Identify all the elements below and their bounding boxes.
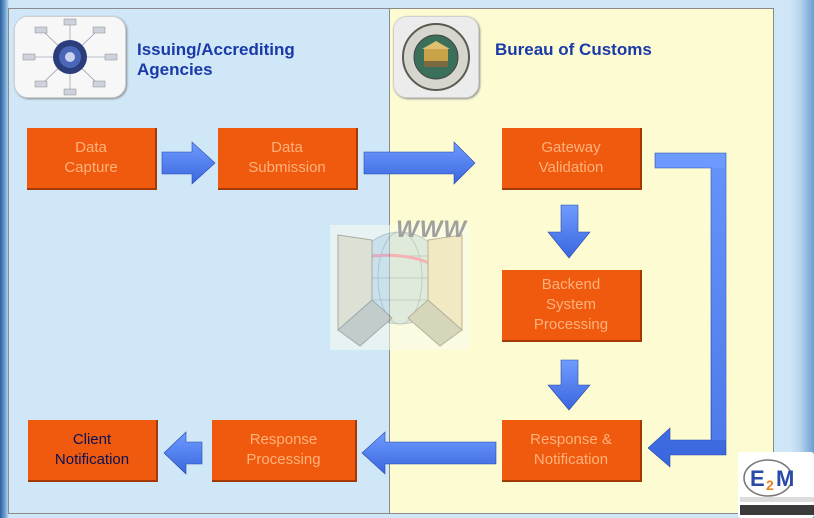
customs-title: Bureau of Customs [495, 40, 652, 59]
agencies-logo [14, 16, 126, 98]
arrow-processing-to-client [163, 431, 203, 475]
data-capture-label: Data Capture [64, 139, 118, 176]
svg-text:E: E [750, 466, 765, 491]
arrow-gateway-to-backend [547, 204, 591, 259]
www-label: WWW [396, 216, 467, 243]
response-processing-label: Response Processing [246, 431, 321, 468]
agencies-wheel-icon [15, 17, 125, 97]
gateway-validation-label: Gateway Validation [538, 139, 604, 176]
data-submission-label: Data Submission [248, 139, 326, 176]
arrow-backend-to-response [547, 359, 591, 411]
customs-seal-logo [393, 16, 479, 98]
arrow-response-to-processing [361, 431, 497, 475]
data-submission-box: Data Submission [218, 128, 358, 190]
arrow-capture-to-submission [161, 141, 216, 185]
gateway-validation-box: Gateway Validation [502, 128, 642, 190]
response-notification-box: Response & Notification [502, 420, 642, 482]
arrow-submission-to-gateway [363, 141, 476, 185]
svg-text:2: 2 [766, 477, 774, 493]
backend-processing-box: Backend System Processing [502, 270, 642, 342]
response-notification-label: Response & Notification [530, 431, 612, 468]
client-notification-label: Client Notification [54, 431, 130, 468]
svg-text:M: M [776, 466, 794, 491]
response-processing-box: Response Processing [212, 420, 357, 482]
agencies-title: Issuing/Accrediting Agencies [137, 40, 295, 79]
client-notification-box: Client Notification [28, 420, 158, 482]
customs-seal-icon [394, 17, 478, 97]
backend-processing-label: Backend System Processing [533, 276, 609, 333]
data-capture-box: Data Capture [27, 128, 157, 190]
